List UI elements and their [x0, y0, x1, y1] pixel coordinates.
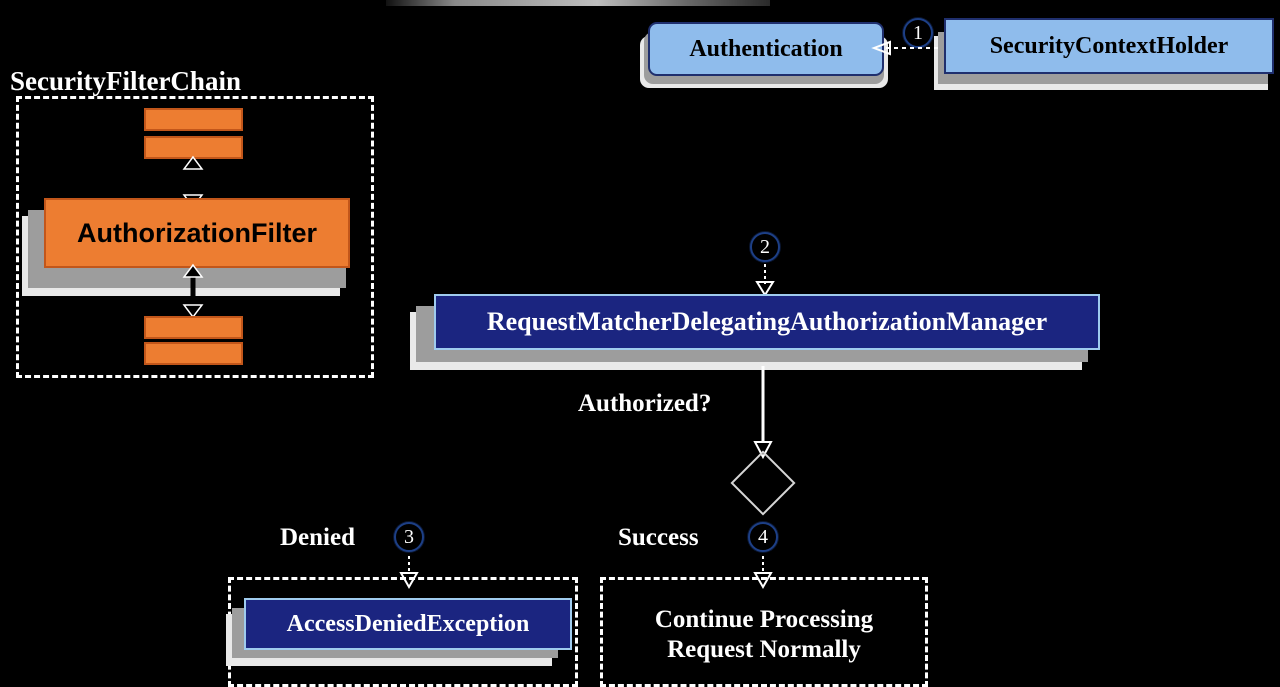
- denied-branch-text: Denied: [280, 524, 355, 551]
- step-1-number: 1: [913, 22, 923, 44]
- authentication-label: Authentication: [689, 35, 843, 62]
- authorization-manager-label: RequestMatcherDelegatingAuthorizationMan…: [486, 307, 1048, 337]
- authorized-question-label: Authorized?: [578, 389, 711, 419]
- security-context-holder-node[interactable]: SecurityContextHolder: [932, 18, 1280, 92]
- security-context-holder-label: SecurityContextHolder: [989, 32, 1229, 59]
- step-2-badge: 2: [750, 232, 780, 262]
- step-2-number: 2: [760, 236, 770, 258]
- access-denied-exception-node[interactable]: AccessDeniedException: [226, 598, 582, 682]
- authorization-filter-label: AuthorizationFilter: [77, 217, 317, 248]
- success-branch-label: Success: [618, 523, 699, 553]
- security-context-holder-box[interactable]: SecurityContextHolder: [944, 18, 1274, 74]
- connector-manager-to-decision: [750, 366, 776, 460]
- connector-sch-to-authentication: [871, 38, 938, 58]
- success-outcome-group: [600, 577, 928, 687]
- decision-diamond: [730, 450, 796, 516]
- authentication-box[interactable]: Authentication: [648, 22, 884, 76]
- step-4-number: 4: [758, 526, 768, 548]
- authorization-filter-node[interactable]: AuthorizationFilter: [22, 198, 358, 298]
- security-filter-chain-title: SecurityFilterChain: [10, 66, 241, 97]
- continue-processing-label: Continue Processing Request Normally: [600, 605, 928, 664]
- filter-bar-bottom-2[interactable]: [144, 342, 243, 365]
- denied-branch-label: Denied: [280, 523, 355, 553]
- access-denied-exception-label: AccessDeniedException: [286, 610, 530, 637]
- cutoff-box-top-edge: [386, 0, 770, 6]
- authorization-filter-box[interactable]: AuthorizationFilter: [44, 198, 350, 268]
- success-branch-text: Success: [618, 524, 699, 551]
- connector-success-to-continue-processing: [751, 556, 775, 590]
- connector-step2-to-manager: [752, 264, 778, 297]
- request-matcher-delegating-authorization-manager-box[interactable]: RequestMatcherDelegatingAuthorizationMan…: [434, 294, 1100, 350]
- authorized-question-text: Authorized?: [578, 390, 712, 417]
- filter-bar-bottom-1[interactable]: [144, 316, 243, 339]
- step-3-badge: 3: [394, 522, 424, 552]
- access-denied-exception-box[interactable]: AccessDeniedException: [244, 598, 572, 650]
- connector-authorizationfilter-to-bottom-filters: [178, 263, 208, 319]
- step-3-number: 3: [404, 526, 414, 548]
- step-1-badge: 1: [903, 18, 933, 48]
- continue-processing-line1: Continue Processing: [654, 606, 874, 633]
- connector-denied-to-accessdeniedexception: [397, 556, 421, 590]
- security-filter-chain-title-text: SecurityFilterChain: [10, 66, 241, 96]
- continue-processing-line2: Request Normally: [667, 635, 861, 663]
- authorization-manager-node[interactable]: RequestMatcherDelegatingAuthorizationMan…: [410, 294, 1102, 374]
- security-filter-chain-group: [16, 96, 374, 378]
- step-4-badge: 4: [748, 522, 778, 552]
- authentication-node[interactable]: Authentication: [636, 22, 888, 88]
- filter-bar-top-1[interactable]: [144, 108, 243, 131]
